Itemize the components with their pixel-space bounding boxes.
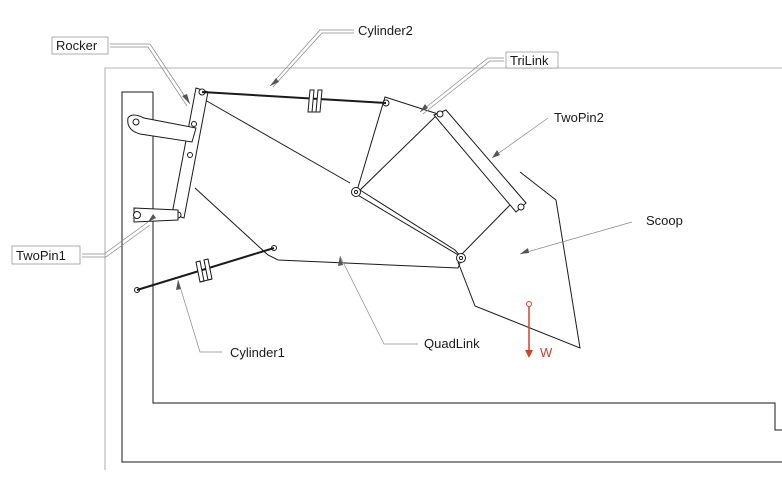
trilink <box>204 96 511 257</box>
cylinder1 <box>136 247 275 291</box>
cylinder2 <box>201 89 387 113</box>
leaders <box>82 29 633 353</box>
label-cylinder2: Cylinder2 <box>358 23 413 38</box>
load-arrow <box>525 301 533 358</box>
twopin2 <box>433 109 527 213</box>
rocker <box>171 87 209 219</box>
leader-arrowheads <box>148 78 529 290</box>
label-load-w: W <box>540 345 553 360</box>
label-boxes <box>11 36 559 265</box>
twopin1 <box>133 207 179 223</box>
label-rocker: Rocker <box>56 38 98 53</box>
label-trilink: TriLink <box>510 53 549 68</box>
label-quadlink: QuadLink <box>424 336 480 351</box>
ground-frame <box>121 91 782 463</box>
scoop-link <box>457 171 581 349</box>
label-cylinder1: Cylinder1 <box>230 345 285 360</box>
label-twopin1: TwoPin1 <box>16 248 66 263</box>
quadlink <box>194 187 463 269</box>
label-twopin2: TwoPin2 <box>554 110 604 125</box>
ground-arm <box>127 114 197 143</box>
label-scoop: Scoop <box>646 213 683 228</box>
